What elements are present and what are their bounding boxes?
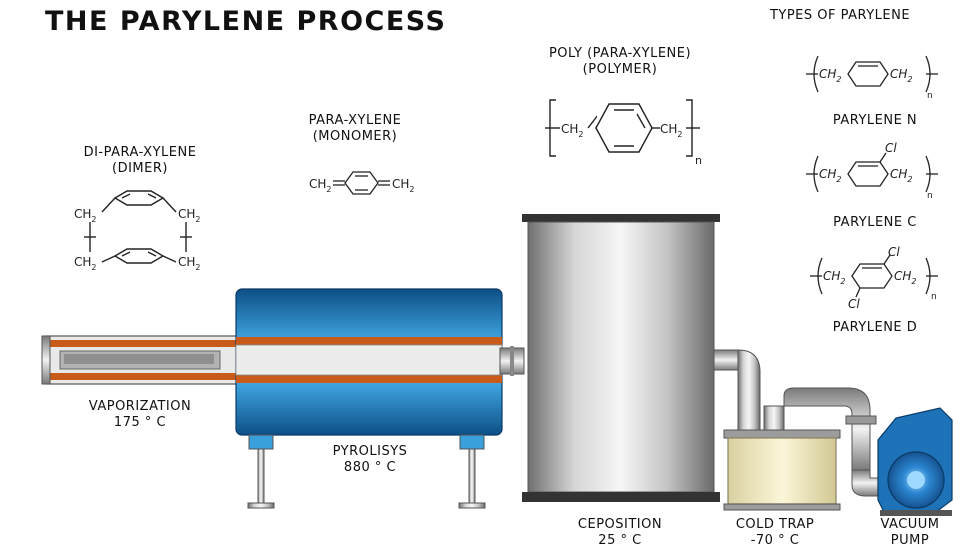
stage-vaporization-name: VAPORIZATION	[88, 399, 192, 414]
parylene-c-structure: CH2 CH2 Cl n	[806, 141, 938, 201]
parylene-c-label: PARYLENE C	[833, 215, 917, 230]
monomer-name: PARA-XYLENE	[308, 113, 402, 128]
stage-pyrolysis: PYROLISYS 880 ° C	[290, 444, 450, 476]
types-heading: TYPES OF PARYLENE	[769, 8, 911, 23]
stage-deposition-name: CEPOSITION	[577, 517, 663, 532]
parylene-d-label: PARYLENE D	[832, 320, 918, 335]
stage-cold-trap-temp: -70 ° C	[750, 533, 800, 548]
stage-deposition-temp: 25 ° C	[598, 533, 642, 548]
monomer-ch2-left: CH2	[309, 177, 332, 194]
furnace-outlet-pipe	[499, 346, 525, 376]
parylene-d-structure: CH2 CH2 Cl Cl n	[810, 245, 938, 311]
polymer-ring	[595, 103, 653, 153]
dimer-kind: (DIMER)	[112, 161, 168, 176]
stage-vaporization-temp: 175 ° C	[113, 415, 167, 430]
stage-vacuum-pump: VACUUM PUMP	[860, 517, 960, 549]
dimer-name: DI-PARA-XYLENE	[83, 145, 197, 160]
stage-vaporization: VAPORIZATION 175 ° C	[60, 399, 220, 431]
svg-text:n: n	[927, 191, 933, 201]
dimer-label: DI-PARA-XYLENE (DIMER)	[40, 145, 240, 177]
parylene-d-cl-top: Cl	[888, 245, 900, 259]
stage-deposition: CEPOSITION 25 ° C	[540, 517, 700, 549]
dimer-structure	[84, 190, 192, 264]
dimer-ch2-4: CH2	[178, 255, 201, 272]
stage-vacuum-pump-temp: PUMP	[890, 533, 930, 548]
parylene-n-label: PARYLENE N	[832, 113, 918, 128]
polymer-ch2-left: CH2	[561, 122, 584, 139]
dimer-atoms: CH2 CH2 CH2 CH2	[74, 207, 201, 272]
monomer-atoms: CH2 CH2	[309, 177, 415, 194]
stage-cold-trap: COLD TRAP -70 ° C	[710, 517, 840, 549]
polymer-label: POLY (PARA-XYLENE) (POLYMER)	[505, 46, 735, 78]
svg-text:n: n	[927, 91, 933, 101]
dimer-ch2-1: CH2	[74, 207, 97, 224]
parylene-n-structure: CH2 CH2 n	[806, 55, 938, 101]
stage-vacuum-pump-name: VACUUM	[880, 517, 940, 532]
dimer-ch2-3: CH2	[74, 255, 97, 272]
furnace-legs	[247, 434, 486, 509]
monomer-ch2-right: CH2	[392, 177, 415, 194]
monomer-kind: (MONOMER)	[312, 129, 398, 144]
stage-cold-trap-name: COLD TRAP	[735, 517, 815, 532]
svg-text:n: n	[931, 292, 937, 302]
svg-text:CH2: CH2	[823, 269, 846, 286]
monomer-structure	[333, 171, 390, 195]
polymer-name: POLY (PARA-XYLENE)	[548, 46, 692, 61]
parylene-c-cl: Cl	[885, 141, 897, 155]
polymer-ch2-right: CH2	[660, 122, 683, 139]
svg-text:CH2: CH2	[890, 67, 913, 84]
svg-text:CH2: CH2	[819, 67, 842, 84]
vaporizer-chamber	[41, 335, 243, 385]
pyrolysis-furnace	[235, 288, 503, 436]
svg-text:CH2: CH2	[894, 269, 917, 286]
stage-pyrolysis-name: PYROLISYS	[332, 444, 408, 459]
svg-text:CH2: CH2	[819, 167, 842, 184]
polymer-atoms: CH2 CH2 n	[561, 122, 702, 167]
dimer-ch2-2: CH2	[178, 207, 201, 224]
vacuum-pump	[877, 407, 953, 516]
polymer-kind: (POLYMER)	[582, 62, 658, 77]
svg-text:CH2: CH2	[890, 167, 913, 184]
polymer-n: n	[695, 154, 702, 167]
stage-pyrolysis-temp: 880 ° C	[343, 460, 397, 475]
cold-trap	[723, 429, 841, 511]
parylene-d-cl-bottom: Cl	[848, 297, 860, 311]
page-title: THE PARYLENE PROCESS	[45, 6, 447, 37]
deposition-chamber	[522, 214, 720, 502]
monomer-label: PARA-XYLENE (MONOMER)	[280, 113, 430, 145]
